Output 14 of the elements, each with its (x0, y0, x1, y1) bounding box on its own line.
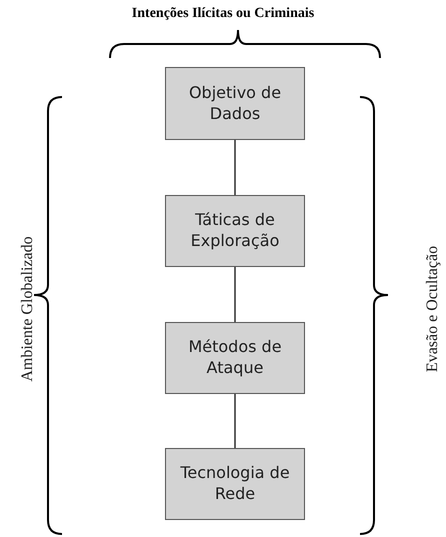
connector-line (234, 394, 236, 448)
connector-line (234, 140, 236, 195)
process-box (165, 448, 305, 520)
process-box (165, 67, 305, 140)
side-label: Evasão e Ocultação (424, 244, 442, 374)
process-box (165, 322, 305, 394)
box-label: Objetivo de Dados (188, 82, 282, 124)
process-box (165, 195, 305, 267)
connector-line (234, 267, 236, 322)
box-label: Táticas de Exploração (190, 210, 280, 252)
side-label: Ambiente Globalizado (19, 235, 37, 384)
box-label: Tecnologia de Rede (179, 463, 291, 505)
diagram-title: Intenções Ilícitas ou Criminais (130, 6, 316, 22)
box-label: Métodos de Ataque (187, 337, 283, 379)
